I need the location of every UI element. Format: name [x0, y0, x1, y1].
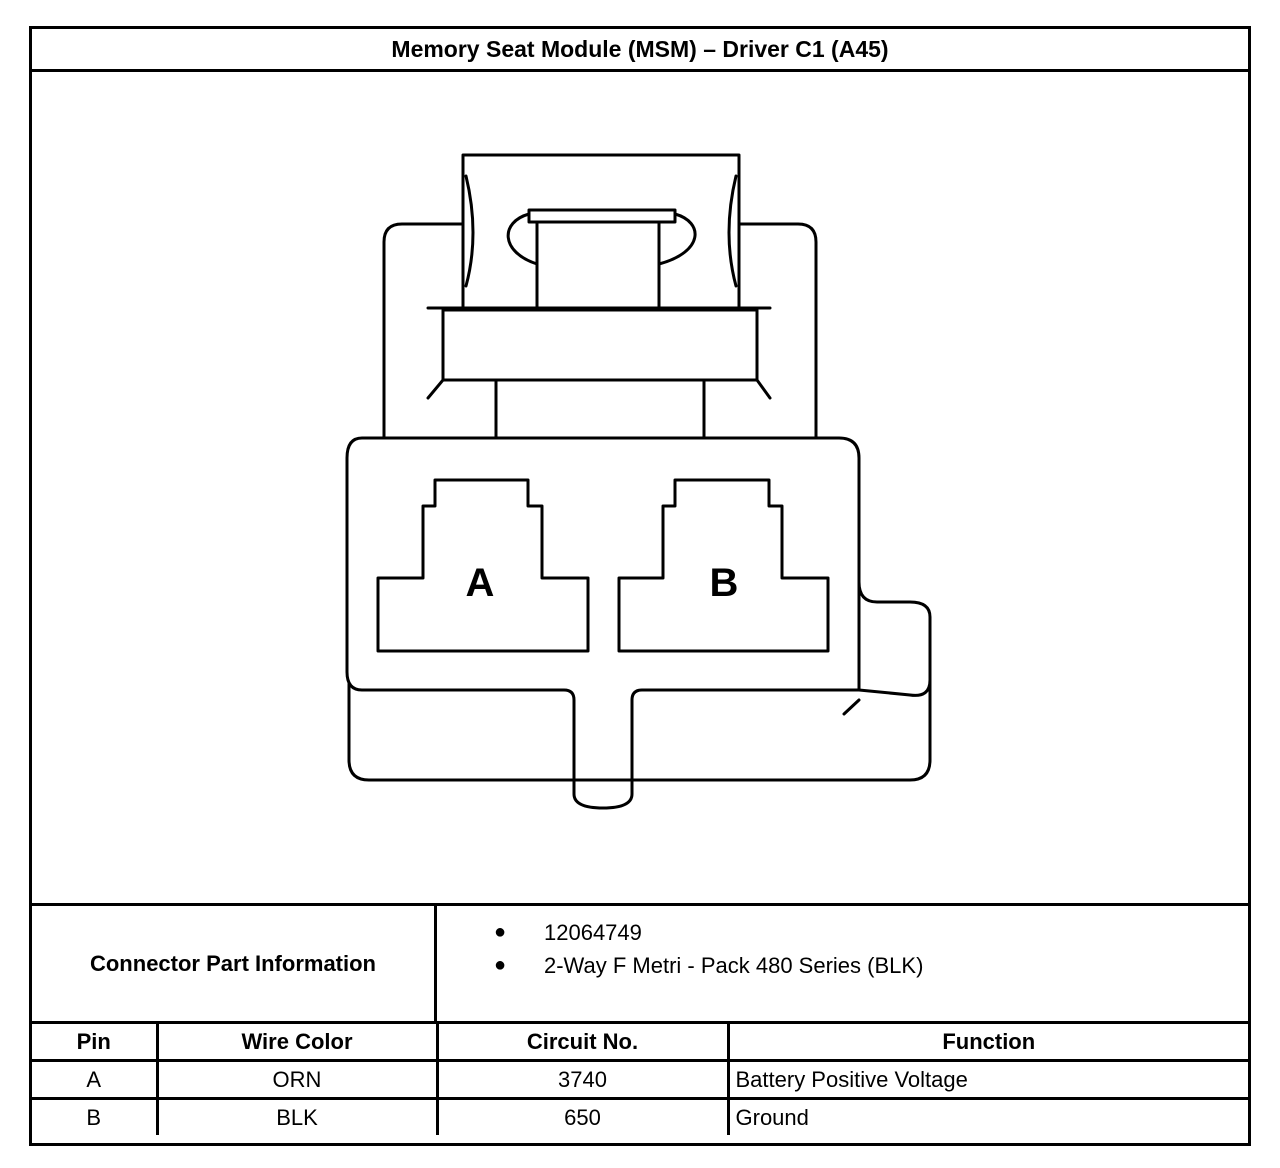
- circuit-no-cell: 3740: [435, 1059, 730, 1100]
- cavity-label-a: A: [466, 561, 495, 605]
- function-cell: Battery Positive Voltage: [726, 1059, 1248, 1100]
- terminal-cavity-a: [376, 478, 590, 653]
- connector-series: 2-Way F Metri - Pack 480 Series (BLK): [544, 953, 924, 978]
- table-row: A ORN 3740 Battery Positive Voltage: [32, 1059, 1248, 1100]
- bullet-icon: ●: [494, 954, 507, 976]
- wire-color-cell: BLK: [155, 1097, 439, 1135]
- header-pin: Pin: [32, 1024, 159, 1062]
- header-function: Function: [726, 1024, 1248, 1062]
- connector-drawing: A B: [32, 72, 1248, 903]
- pin-cell: B: [32, 1097, 159, 1135]
- header-wire-color: Wire Color: [155, 1024, 439, 1062]
- table-row: B BLK 650 Ground: [32, 1097, 1248, 1135]
- bullet-icon: ●: [494, 921, 507, 943]
- connector-latch: [426, 153, 772, 440]
- pin-cell: A: [32, 1059, 159, 1100]
- header-circuit-no: Circuit No.: [435, 1024, 730, 1062]
- part-info-item: ● 12064749: [437, 916, 1248, 949]
- part-info-item: ● 2-Way F Metri - Pack 480 Series (BLK): [437, 949, 1248, 982]
- terminal-cavity-b: [617, 478, 830, 653]
- cavity-label-b: B: [710, 561, 739, 605]
- part-number: 12064749: [544, 920, 642, 945]
- connector-part-info-list: ● 12064749 ● 2-Way F Metri - Pack 480 Se…: [437, 916, 1248, 982]
- wire-color-cell: ORN: [155, 1059, 439, 1100]
- function-cell: Ground: [726, 1097, 1248, 1135]
- connector-part-info-label: Connector Part Information: [32, 906, 437, 1021]
- connector-rear-housing: [382, 222, 818, 440]
- connector-part-info: Connector Part Information ● 12064749 ● …: [32, 903, 1248, 1024]
- pin-table: Pin Wire Color Circuit No. Function A OR…: [32, 1024, 1248, 1135]
- diagram-frame: Memory Seat Module (MSM) – Driver C1 (A4…: [29, 26, 1251, 1146]
- circuit-no-cell: 650: [435, 1097, 730, 1135]
- connector-face-illustration: A B: [345, 153, 932, 810]
- pin-table-header: Pin Wire Color Circuit No. Function: [32, 1024, 1248, 1062]
- diagram-title: Memory Seat Module (MSM) – Driver C1 (A4…: [32, 29, 1248, 72]
- connector-body: [345, 436, 932, 810]
